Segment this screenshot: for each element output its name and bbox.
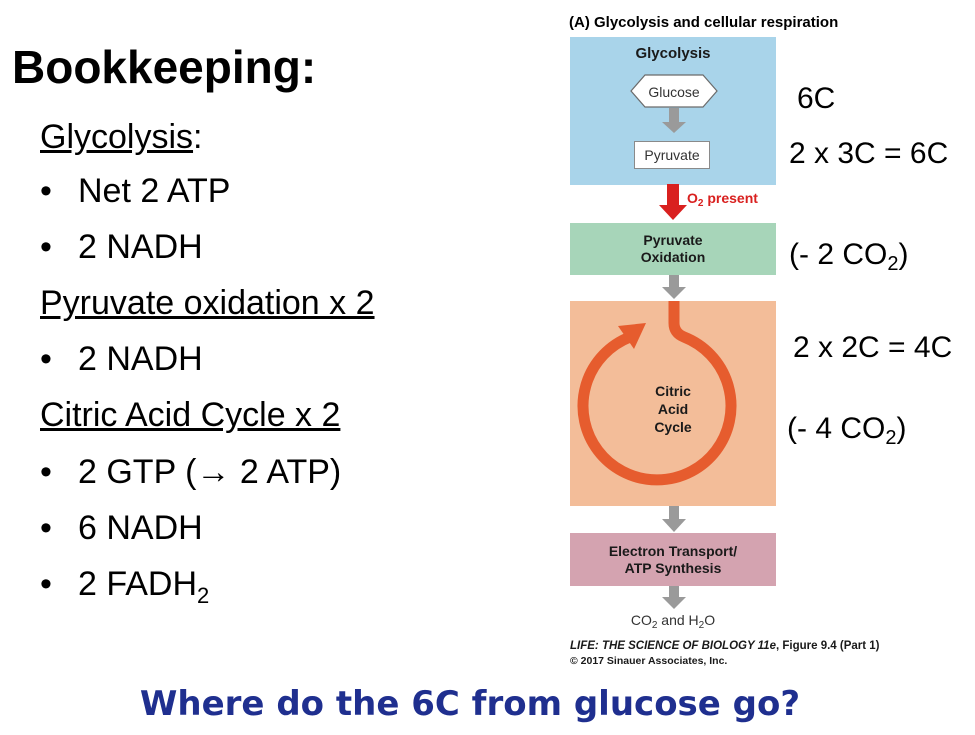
bullet-2-nadh-glycolysis: •2 NADH xyxy=(40,228,203,266)
grey-arrow-3-shaft xyxy=(669,506,679,520)
bullet-net-2-atp: •Net 2 ATP xyxy=(40,172,231,210)
grey-arrow-down-icon xyxy=(662,122,686,133)
bullet-2-gtp: •2 GTP (→ 2 ATP) xyxy=(40,453,342,491)
etc-label-1: Electron Transport/ xyxy=(608,543,738,559)
bullet-6-nadh: •6 NADH xyxy=(40,509,203,547)
citric-acid-cycle-heading: Citric Acid Cycle x 2 xyxy=(40,396,341,434)
red-arrow-shaft xyxy=(667,184,679,206)
grey-arrow-4 xyxy=(662,586,686,609)
etc-label-2: ATP Synthesis xyxy=(624,560,722,576)
note-2x3c: 2 x 3C = 6C xyxy=(789,137,949,170)
citric-label-1: Citric xyxy=(655,383,691,399)
slide-title: Bookkeeping: xyxy=(12,41,317,93)
bullet-2-fadh2: •2 FADH2 xyxy=(40,565,210,608)
grey-arrow-2 xyxy=(662,275,686,299)
grey-arrow-shaft xyxy=(669,108,679,122)
red-arrow-down-icon xyxy=(659,205,687,220)
note-6c: 6C xyxy=(797,82,836,115)
note-minus-4-co2: (- 4 CO2) xyxy=(787,412,907,449)
figure-caption-1: LIFE: THE SCIENCE OF BIOLOGY 11e, Figure… xyxy=(570,640,880,652)
products-label: CO2 and H2O xyxy=(630,612,716,631)
pyruvate-oxidation-label-1: Pyruvate xyxy=(643,232,703,248)
grey-arrow-4-shaft xyxy=(669,586,679,598)
bullet-2-nadh-pyruvate: •2 NADH xyxy=(40,340,203,378)
pyruvate-oxidation-heading: Pyruvate oxidation x 2 xyxy=(40,284,375,322)
figure-caption-2: © 2017 Sinauer Associates, Inc. xyxy=(570,655,728,667)
cycle-arrowhead-icon xyxy=(618,323,646,349)
glycolysis-diagram xyxy=(630,74,718,133)
grey-arrow-3 xyxy=(662,506,686,532)
grey-arrow-2-down-icon xyxy=(662,287,686,299)
figure-header: (A) Glycolysis and cellular respiration xyxy=(569,14,839,31)
o2-red-arrow xyxy=(659,184,687,220)
glycolysis-panel-label: Glycolysis xyxy=(635,45,711,62)
grey-arrow-4-down-icon xyxy=(662,597,686,609)
electron-transport-panel: Electron Transport/ ATP Synthesis xyxy=(570,533,776,586)
glucose-hexagon-icon xyxy=(630,74,718,108)
grey-arrow-3-down-icon xyxy=(662,519,686,532)
citric-label-2: Acid xyxy=(657,401,689,417)
question-text: Where do the 6C from glucose go? xyxy=(139,684,801,724)
pyruvate-oxidation-label-2: Oxidation xyxy=(640,249,706,265)
o2-present-label: O2 present xyxy=(687,190,758,209)
grey-arrow-2-shaft xyxy=(669,275,679,288)
citric-cycle-diagram xyxy=(577,301,737,486)
right-arrow-icon: → xyxy=(196,453,231,491)
note-2x2c: 2 x 2C = 4C xyxy=(793,331,953,364)
citric-label-3: Cycle xyxy=(654,419,692,435)
glycolysis-heading: Glycolysis: xyxy=(40,118,203,156)
glucose-label: Glucose xyxy=(648,84,700,100)
pyruvate-box: Pyruvate xyxy=(634,141,710,169)
pyruvate-oxidation-panel: Pyruvate Oxidation xyxy=(570,223,776,275)
note-minus-2-co2: (- 2 CO2) xyxy=(789,238,909,275)
cycle-loop xyxy=(577,301,737,486)
